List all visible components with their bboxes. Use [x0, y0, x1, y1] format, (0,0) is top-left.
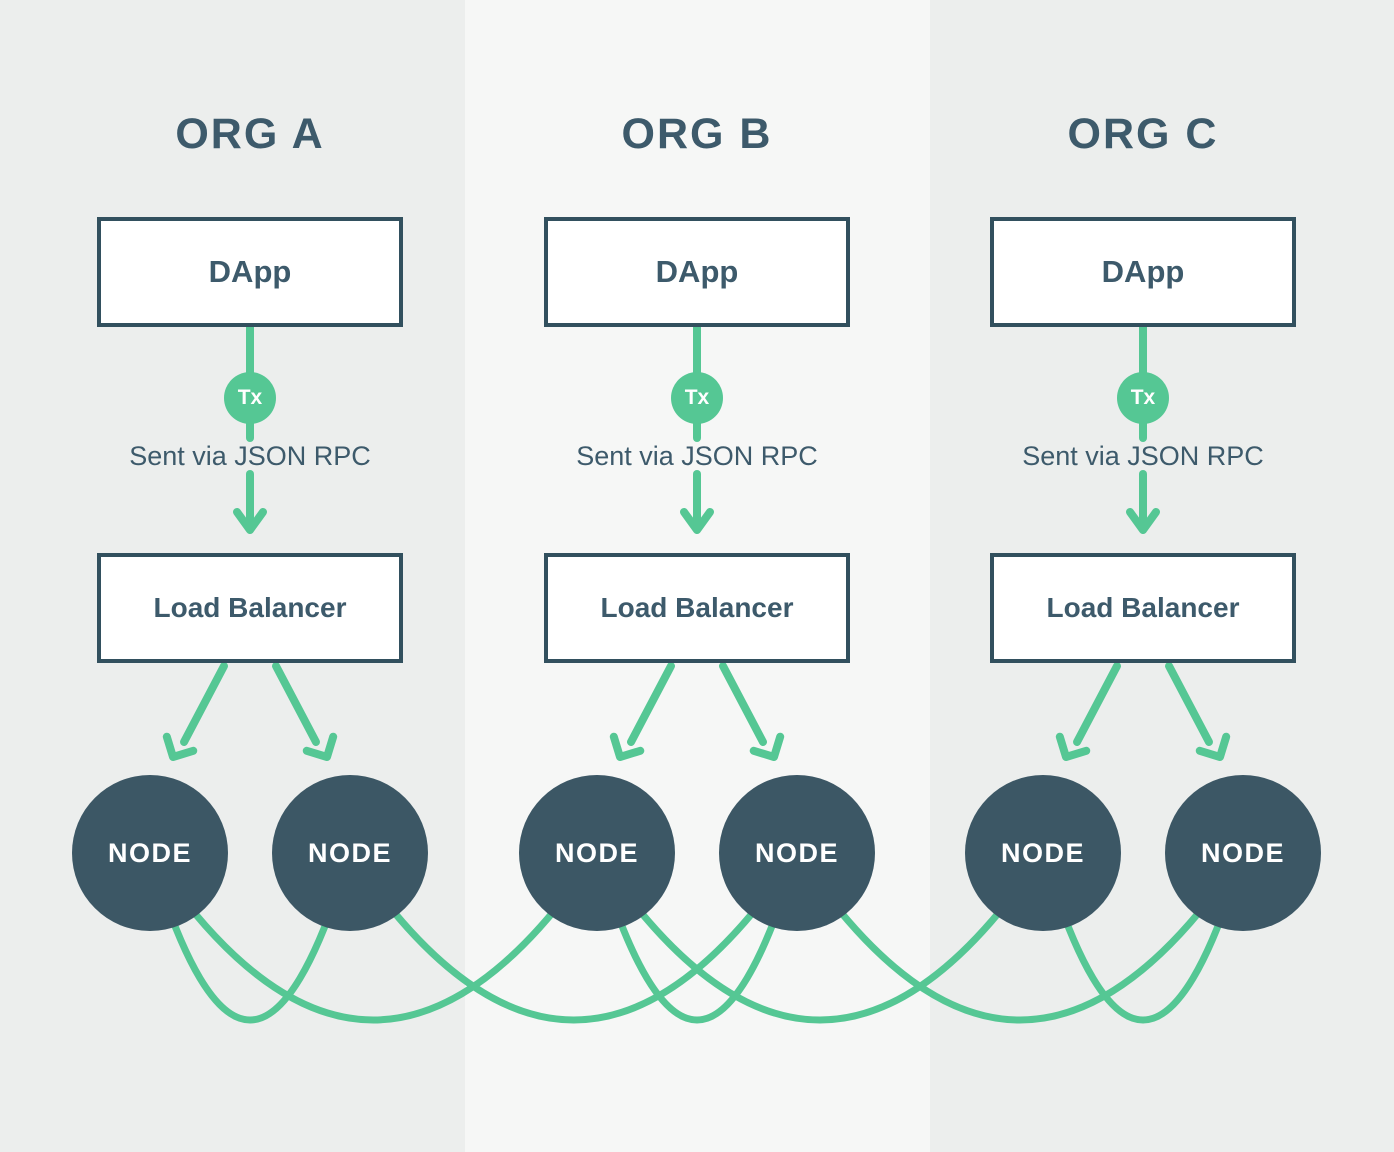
org-b-rpc-caption: Sent via JSON RPC	[576, 441, 818, 471]
org-c-title: ORG C	[1067, 110, 1219, 158]
org-b-load-balancer-box: Load Balancer	[544, 553, 850, 663]
org-c-load-balancer-label: Load Balancer	[1046, 592, 1240, 623]
org-c-node-2-label: NODE	[1200, 837, 1285, 868]
org-b-lb-to-node-arrows	[609, 662, 785, 761]
org-b-dapp-box: DApp	[544, 217, 850, 327]
org-a-node-2: NODE	[272, 775, 428, 931]
org-b-column: ORG B DApp Tx Sent via JSON RPC Load Bal…	[519, 0, 875, 1152]
org-b-tx-label: Tx	[684, 386, 710, 409]
org-c-tx-badge: Tx	[1117, 372, 1169, 424]
org-c-node-1: NODE	[965, 775, 1121, 931]
org-c-column: ORG C DApp Tx Sent via JSON RPC Load Bal…	[965, 0, 1321, 1152]
org-c-rpc-caption: Sent via JSON RPC	[1022, 441, 1264, 471]
node-mesh-links	[146, 849, 1247, 1024]
org-a-load-balancer-label: Load Balancer	[153, 592, 347, 623]
org-b-tx-badge: Tx	[671, 372, 723, 424]
org-a-node-2-label: NODE	[307, 837, 392, 868]
org-a-load-balancer-box: Load Balancer	[97, 553, 403, 663]
org-a-tx-label: Tx	[237, 386, 263, 409]
org-a-tx-badge: Tx	[224, 372, 276, 424]
org-c-dapp-label: DApp	[1101, 254, 1185, 289]
org-b-title: ORG B	[621, 110, 773, 158]
org-c-node-2: NODE	[1165, 775, 1321, 931]
org-a-node-1-label: NODE	[107, 837, 192, 868]
org-a-rpc-caption: Sent via JSON RPC	[129, 441, 371, 471]
org-b-node-1: NODE	[519, 775, 675, 931]
org-a-dapp-label: DApp	[208, 254, 292, 289]
org-a-lb-to-node-arrows	[162, 662, 338, 761]
org-c-tx-label: Tx	[1130, 386, 1156, 409]
org-b-node-2-label: NODE	[754, 837, 839, 868]
org-a-column: ORG A DApp Tx Sent via JSON RPC Load Bal…	[72, 0, 428, 1152]
org-a-node-1: NODE	[72, 775, 228, 931]
org-a-dapp-box: DApp	[97, 217, 403, 327]
org-b-node-1-label: NODE	[554, 837, 639, 868]
org-c-lb-to-node-arrows	[1055, 662, 1231, 761]
org-c-dapp-box: DApp	[990, 217, 1296, 327]
org-a-title: ORG A	[175, 110, 325, 158]
org-c-load-balancer-box: Load Balancer	[990, 553, 1296, 663]
org-b-load-balancer-label: Load Balancer	[600, 592, 794, 623]
org-c-node-1-label: NODE	[1000, 837, 1085, 868]
org-b-dapp-label: DApp	[655, 254, 739, 289]
org-b-node-2: NODE	[719, 775, 875, 931]
